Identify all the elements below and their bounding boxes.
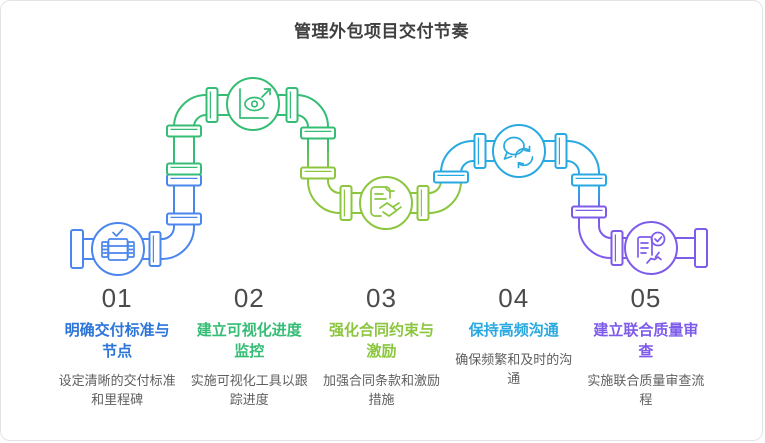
pipe-flange [433,170,469,184]
step-3: 03 强化合同约束与激励 加强合同条款和激励措施 [315,283,447,409]
pipe-flange [300,166,336,180]
pipe-flange [285,87,299,123]
quality-review-icon [637,231,666,264]
step-4-title: 保持高频沟通 [468,322,559,339]
progress-monitoring-icon [239,88,271,119]
step-2: 02 建立可视化进度监控 实施可视化工具以跟踪进度 [183,283,315,409]
pipe-flange [166,212,202,226]
page-title: 管理外包项目交付节奏 [294,22,469,41]
pipe-flange [416,185,430,221]
pipe-flange [339,185,353,221]
pipe-flange [473,133,487,169]
contract-incentive-icon [370,186,402,217]
pipe-flange [554,133,568,169]
step-5: 05 建立联合质量审查 实施联合质量审查流程 [580,283,712,409]
step-3-number: 03 [366,283,397,313]
pipe-flange [166,124,202,138]
step-3-description: 加强合同条款和激励措施 [322,373,440,407]
step-2-number: 02 [233,283,265,313]
pipe-flange [610,230,624,266]
step-4: 04 保持高频沟通 确保频繁和及时的沟通 [448,283,580,409]
delivery-standards-icon [101,228,135,261]
step-1-title: 明确交付标准与节点 [64,322,170,360]
node-4 [492,124,546,178]
pipe-flange [166,162,202,176]
step-5-title: 建立联合质量审查 [593,322,699,360]
node-2 [226,77,280,131]
step-1-description: 设定清晰的交付标准和里程碑 [58,373,176,407]
pipe-flange [166,173,202,187]
pipe-flange [148,231,162,267]
step-captions: 01 明确交付标准与节点 设定清晰的交付标准和里程碑 02 建立可视化进度监控 … [1,283,762,409]
node-2-circle [226,77,280,131]
node-3 [359,176,413,230]
step-4-number: 04 [498,283,530,313]
communication-icon [503,136,534,169]
node-1 [91,222,145,276]
node-5 [624,221,678,275]
step-3-title: 强化合同约束与激励 [328,322,434,360]
step-2-title: 建立可视化进度监控 [196,322,302,360]
pipe-end-cap-right [694,228,708,268]
pipe-flange [300,126,336,140]
step-4-description: 确保频繁和及时的沟通 [455,352,573,386]
step-1: 01 明确交付标准与节点 设定清晰的交付标准和里程碑 [51,283,183,409]
node-1-circle [91,222,145,276]
pipe-flange [571,173,607,187]
step-1-number: 01 [101,283,133,313]
node-5-circle [624,221,678,275]
pipe-flange [205,87,219,123]
pipe-end-cap-left [70,229,84,269]
step-2-description: 实施可视化工具以跟踪进度 [190,373,308,407]
step-5-number: 05 [630,283,662,313]
step-5-description: 实施联合质量审查流程 [587,373,705,407]
pipe-flange [571,205,607,219]
